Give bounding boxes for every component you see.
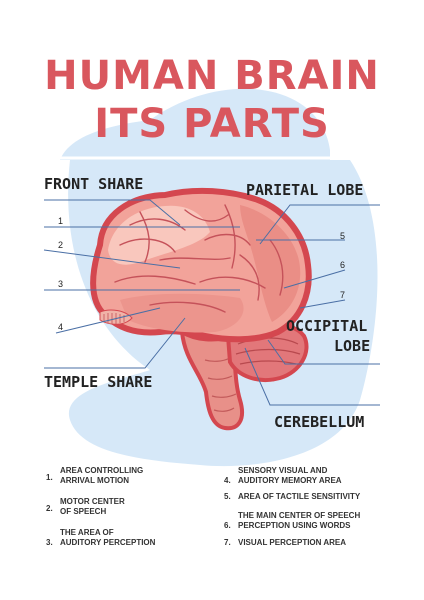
label-cerebellum: CEREBELLUM: [274, 413, 365, 431]
marker-5: 5: [340, 231, 346, 241]
legend-number: 4.: [224, 476, 231, 485]
brain-stem-ridges: [204, 357, 237, 412]
label-occipital-lobe-line1: OCCIPITAL: [286, 317, 368, 335]
pointer-parietal: [259, 204, 380, 245]
pointer-occipital: [267, 339, 380, 365]
legend-number: 5.: [224, 492, 231, 501]
legend-text-line2: AREA OF TACTILE SENSITIVITY: [238, 492, 361, 501]
legend-item-6: 6. THE MAIN CENTER OF SPEECH PERCEPTION …: [224, 511, 414, 533]
legend-item-5: 5. AREA OF TACTILE SENSITIVITY: [224, 492, 414, 504]
legend-text-line2: AUDITORY MEMORY AREA: [238, 476, 342, 485]
title-line-1: HUMAN BRAIN: [44, 53, 380, 99]
pointer-lines: [43, 199, 380, 406]
legend-text-line1: SENSORY VISUAL AND: [238, 466, 328, 475]
pointer-2: [43, 249, 181, 269]
legend-item-3: 3. THE AREA OF AUDITORY PERCEPTION: [46, 528, 216, 550]
pointer-4: [55, 307, 161, 334]
legend-text-line2: OF SPEECH: [60, 507, 107, 516]
marker-4: 4: [58, 322, 64, 332]
legend-text-line2: VISUAL PERCEPTION AREA: [238, 538, 347, 547]
legend-text-line2: PERCEPTION USING WORDS: [238, 521, 351, 530]
title-line-2: ITS PARTS: [94, 101, 330, 147]
parietal-shade: [240, 205, 301, 322]
legend-text-line1: AREA CONTROLLING: [60, 466, 144, 475]
background-bubble: [60, 88, 330, 160]
pointer-temple: [44, 317, 186, 369]
legend-number: 7.: [224, 538, 231, 547]
legend-number: 2.: [46, 504, 53, 513]
marker-3: 3: [58, 279, 64, 289]
legend-item-7: 7. VISUAL PERCEPTION AREA: [224, 538, 414, 550]
temporal-shade: [120, 293, 244, 333]
label-temple-share: TEMPLE SHARE: [44, 373, 153, 391]
marker-2: 2: [58, 240, 64, 250]
marker-7: 7: [340, 290, 346, 300]
legend-item-2: 2. MOTOR CENTER OF SPEECH: [46, 497, 216, 519]
pointer-7: [299, 299, 346, 309]
legend-item-1: 1. AREA CONTROLLING ARRIVAL MOTION: [46, 466, 216, 488]
label-parietal-lobe: PARIETAL LOBE: [246, 181, 364, 199]
pointer-6: [283, 269, 346, 289]
legend-text-line2: ARRIVAL MOTION: [60, 476, 130, 485]
frontal-highlight: [108, 205, 210, 265]
pointer-cerebellum: [244, 347, 380, 406]
pointer-front: [44, 199, 181, 226]
cerebrum-gyri: [114, 204, 284, 313]
label-occipital-lobe-line2: LOBE: [334, 337, 371, 355]
legend-number: 1.: [46, 473, 53, 482]
legend-text-line1: MOTOR CENTER: [60, 497, 125, 506]
legend-item-4: 4. SENSORY VISUAL AND AUDITORY MEMORY AR…: [224, 466, 414, 488]
legend-number: 6.: [224, 521, 231, 530]
legend-number: 3.: [46, 538, 53, 547]
marker-1: 1: [58, 216, 64, 226]
legend-text-line2: AUDITORY PERCEPTION: [60, 538, 156, 547]
legend-text-line1: THE MAIN CENTER OF SPEECH: [238, 511, 361, 520]
label-front-share: FRONT SHARE: [44, 175, 144, 193]
legend-text-line1: THE AREA OF: [60, 528, 114, 537]
marker-6: 6: [340, 260, 346, 270]
